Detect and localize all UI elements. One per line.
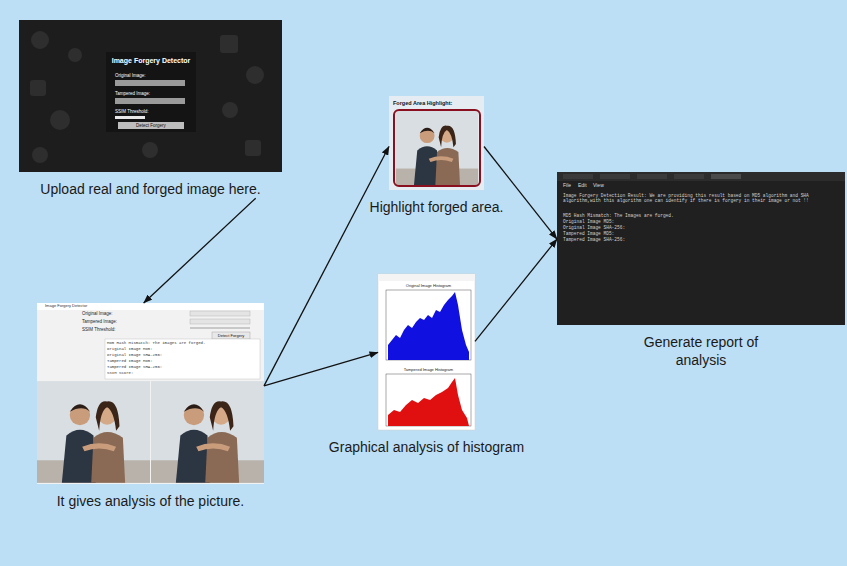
screen-text: SSIM Score: [107,371,133,376]
step-caption: Highlight forged area. [352,198,522,216]
blue-histogram [388,292,469,360]
screen-text: Original Image Histogram [386,284,471,289]
screen-text: Detect Forgery [212,334,250,339]
screen-text: Edit [578,183,587,189]
button [212,332,250,339]
screen-text: SSIM Threshold: [115,109,148,114]
tab-bar [557,172,845,181]
screen-text: Original Image: [115,73,146,78]
screen-text: Tampered Image MD5: [563,231,614,236]
flow-arrow [264,146,389,385]
screen-bg [378,274,475,430]
axes [386,290,471,360]
input-bar [115,98,185,104]
screen-text: SSIM Threshold: [82,327,115,332]
input-bar [190,311,250,316]
icon [220,35,238,53]
screenshot-step: Highlight forged area. [389,96,484,216]
screen-text: Original Image SHA-256: [563,225,625,230]
icon [245,140,261,156]
screen-text: Image Forgery Detector [45,304,87,309]
screen-text: Tampered Image Histogram [386,368,471,373]
histogram-screenshot [378,274,475,430]
step-caption: It gives analysis of the picture. [37,492,264,510]
screen-text: MD5 Hash Mismatch: The images are forged… [107,341,205,346]
flow-arrow [475,239,557,341]
axes [386,374,471,426]
screen-text: MD5 Hash Mismatch: The Images are forged… [563,213,674,218]
screen-text: Forged Area Highlight: [393,100,452,106]
button [118,122,184,129]
screen-text: Original Image MD5: [107,347,153,352]
screen-text: View [593,183,604,189]
screenshot-step: Graphical analysis of histogram [378,274,475,456]
photo [37,381,150,483]
highlight-border [394,110,480,186]
highlight-screenshot [389,96,484,190]
screen-text: Tampered Image SHA-256: [107,365,162,370]
form-panel [106,52,196,132]
screen-text: Tampered Image MD5: [107,359,153,364]
screenshot-step: Upload real and forged image here. [19,20,282,198]
screen-text: Image Forgery Detection Result: We are p… [563,193,839,203]
tab [637,174,667,179]
step-caption: Graphical analysis of histogram [317,438,537,456]
slider [190,327,250,329]
input-bar [190,319,250,324]
input-bar [115,80,185,86]
icon [142,142,158,158]
title-bar [37,303,264,310]
step-caption: Generate report of analysis [621,333,781,369]
icon [30,80,46,96]
tab [711,174,741,179]
flow-arrow [484,146,557,239]
screen-text: Original Image SHA-256: [107,353,162,358]
tab [563,174,593,179]
upload-screenshot [19,20,282,172]
screen-text: Tampered Image: [82,319,117,324]
analysis-screenshot [37,303,264,484]
screen-bg [557,172,845,325]
title-bar [378,274,475,281]
screen-bg [389,96,484,190]
icon [68,48,82,62]
step-caption: Upload real and forged image here. [19,180,282,198]
screen-text: Image Forgery Detector [110,57,192,65]
icon [31,31,49,49]
flow-arrow [264,352,378,386]
photo [151,381,264,483]
icon [32,147,48,163]
screen-bg [19,20,282,172]
screen-text: Original Image MD5: [563,219,614,224]
screen-bg [37,303,264,484]
slider [115,116,145,119]
red-histogram [388,378,469,426]
icon [246,66,264,84]
icon [50,110,70,130]
screen-text: Tampered Image: [115,91,150,96]
tab [674,174,704,179]
screen-text: Tampered Image SHA-256: [563,237,625,242]
screen-text: File [563,183,571,189]
flow-arrow [144,198,256,303]
tab [600,174,630,179]
screen-text: Original Image: [82,311,113,316]
report-screenshot [557,172,845,325]
screen-text: Detect Forgery [118,123,184,128]
text-area [105,339,260,379]
photo [396,111,478,185]
icon [222,102,238,118]
